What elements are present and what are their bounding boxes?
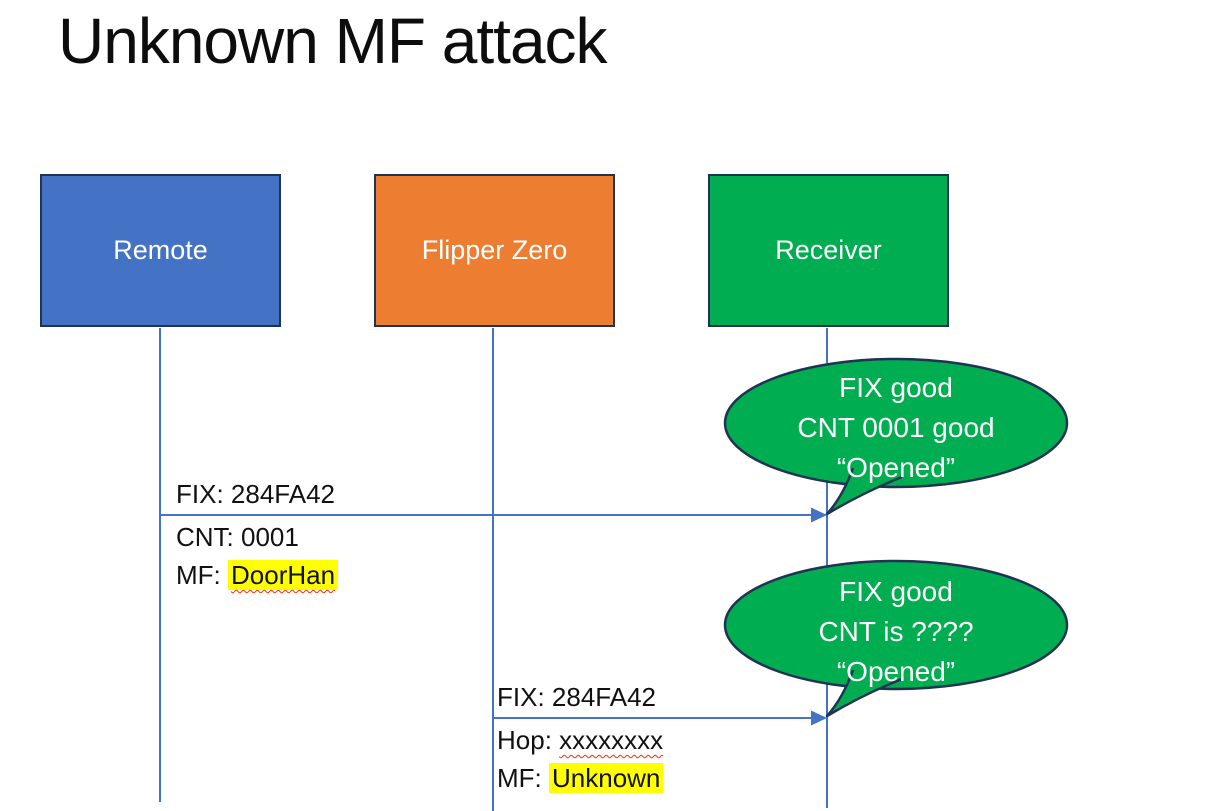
slide-title: Unknown MF attack: [58, 5, 608, 77]
message1-mf-value-highlighted: DoorHan: [228, 560, 339, 590]
message2-hop-value-squiggled: xxxxxxxx: [559, 725, 664, 755]
message-arrow-flipper-to-receiver: [493, 710, 827, 726]
bubble1-line3: “Opened”: [836, 452, 956, 483]
message1-mf-label: MF: DoorHan: [176, 559, 339, 591]
message2-mf-label: MF: Unknown: [497, 762, 664, 794]
speech-bubble-2-text: FIX good CNT is ???? “Opened”: [726, 572, 1066, 692]
speech-bubble-tail: [825, 669, 903, 718]
arrowhead-icon: [811, 710, 827, 726]
bubble1-line2: CNT 0001 good: [797, 412, 995, 443]
bubble2-line3: “Opened”: [836, 656, 956, 687]
speech-bubble-1-text: FIX good CNT 0001 good “Opened”: [726, 368, 1066, 488]
bubble2-line1: FIX good: [839, 576, 953, 607]
speech-bubble-1: [723, 357, 1069, 516]
message-arrow-remote-to-receiver: [160, 507, 827, 523]
actor-box-flipper-zero: Flipper Zero: [374, 174, 615, 327]
actor-box-remote: Remote: [40, 174, 281, 327]
actor-box-receiver: Receiver: [708, 174, 949, 327]
message2-hop-label: Hop: xxxxxxxx: [497, 724, 663, 756]
speech-bubble-tail: [825, 467, 903, 516]
message2-hop-prefix: Hop:: [497, 725, 560, 755]
message2-mf-value-highlighted: Unknown: [549, 763, 664, 793]
bubble2-line2: CNT is ????: [818, 616, 974, 647]
actor-label-receiver: Receiver: [775, 235, 882, 265]
message2-mf-prefix: MF:: [497, 763, 549, 793]
message2-fix-label: FIX: 284FA42: [497, 682, 656, 712]
message1-mf-prefix: MF:: [176, 560, 228, 590]
actor-label-remote: Remote: [113, 235, 208, 265]
message1-fix-label: FIX: 284FA42: [176, 479, 335, 509]
lifeline-flipper-zero: [492, 328, 494, 811]
lifeline-remote: [159, 328, 161, 802]
actor-label-flipper-zero: Flipper Zero: [421, 235, 568, 265]
message1-cnt-label: CNT: 0001: [176, 522, 299, 552]
arrowhead-icon: [811, 507, 827, 523]
bubble1-line1: FIX good: [839, 372, 953, 403]
speech-bubble-2: [723, 559, 1069, 718]
